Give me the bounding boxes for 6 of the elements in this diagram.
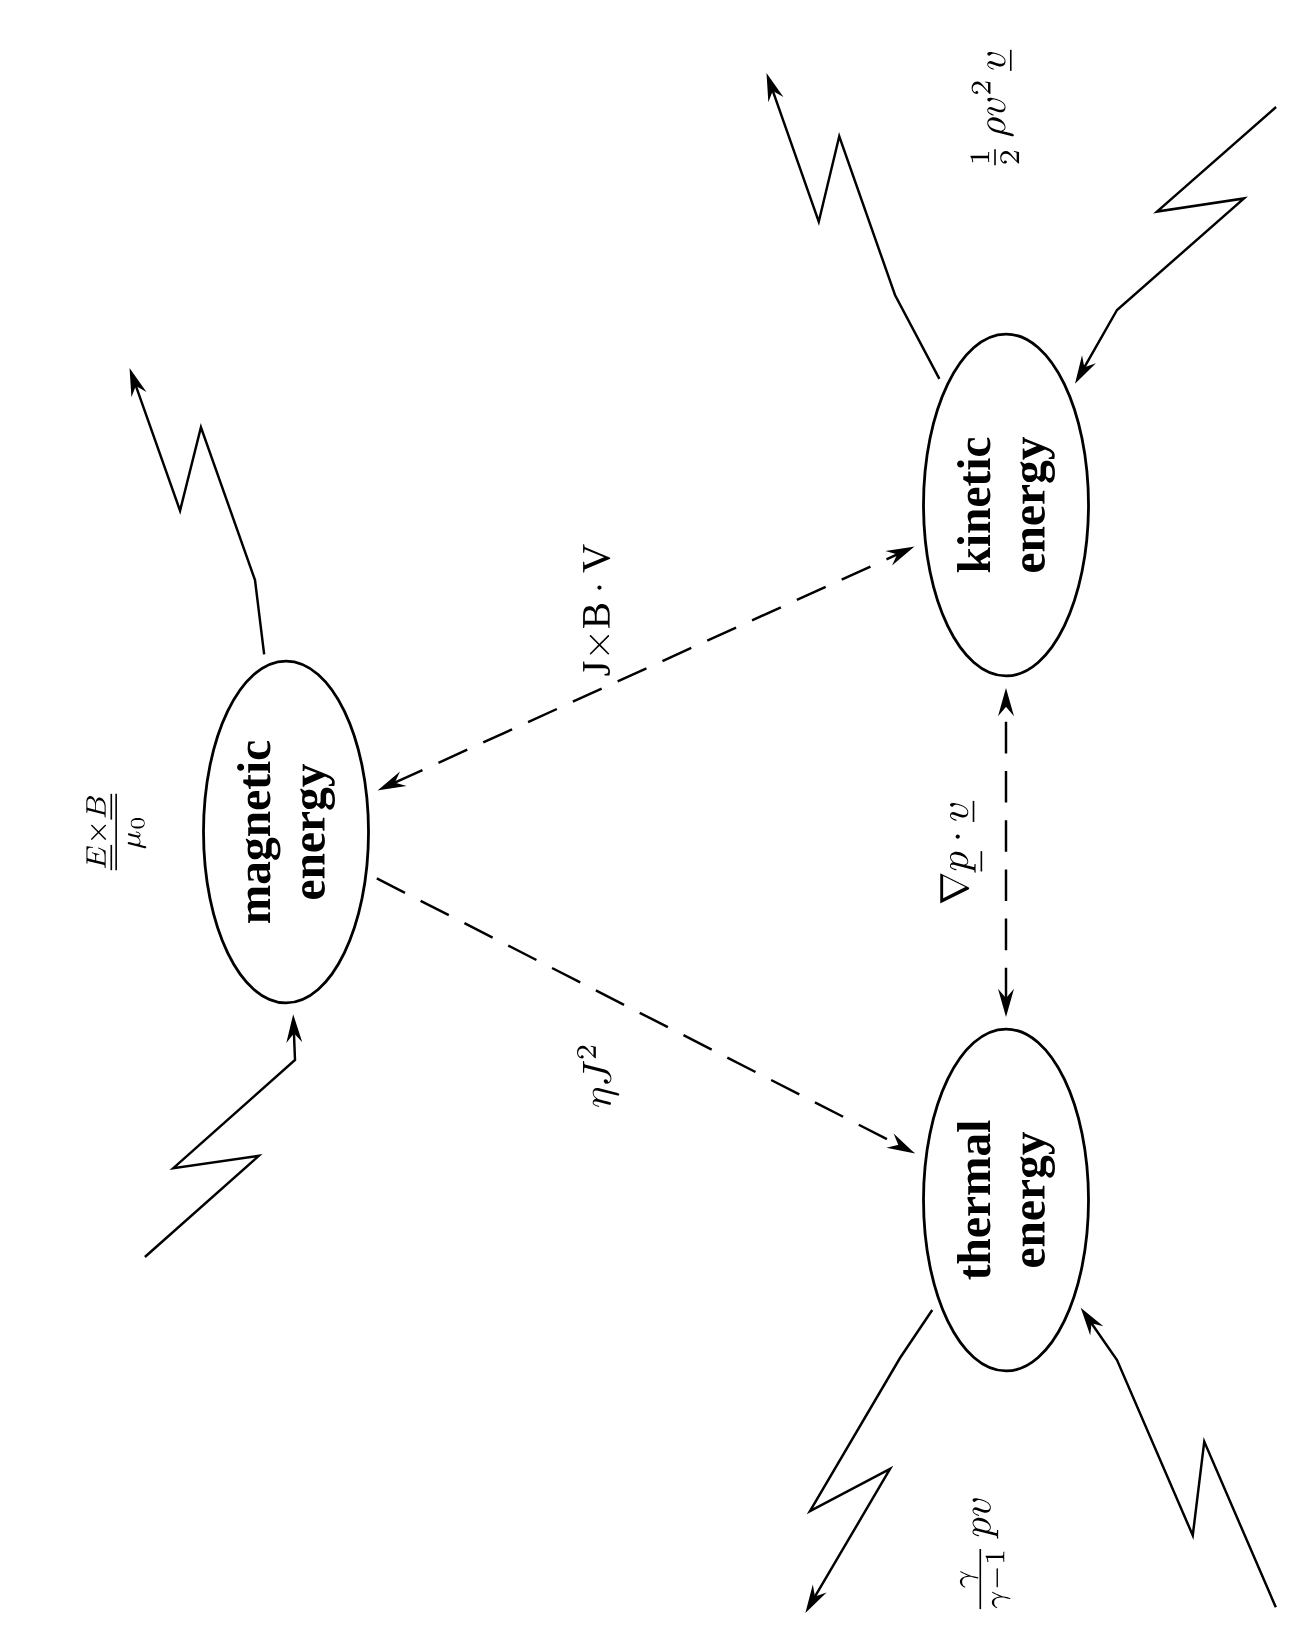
- edge-label: $\nabla\underline{p}\cdot\underline{v}$: [940, 800, 982, 904]
- flux-formula: $\frac{1}{2}\,\rho v^2\,\underline{v}$: [970, 49, 1020, 166]
- flux-formula: $\frac{\underline{E}{\times}\underline{B}}{\mu_0}$: [86, 793, 147, 871]
- flux-formula: $\frac{\gamma}{\gamma-1}\,pv$: [959, 1498, 1011, 1610]
- edge-label: $\eta J^2$: [577, 1045, 620, 1107]
- edge-label: $\mathrm{J}{\times}\mathrm{B}\cdot\mathrm{V}$: [583, 544, 611, 676]
